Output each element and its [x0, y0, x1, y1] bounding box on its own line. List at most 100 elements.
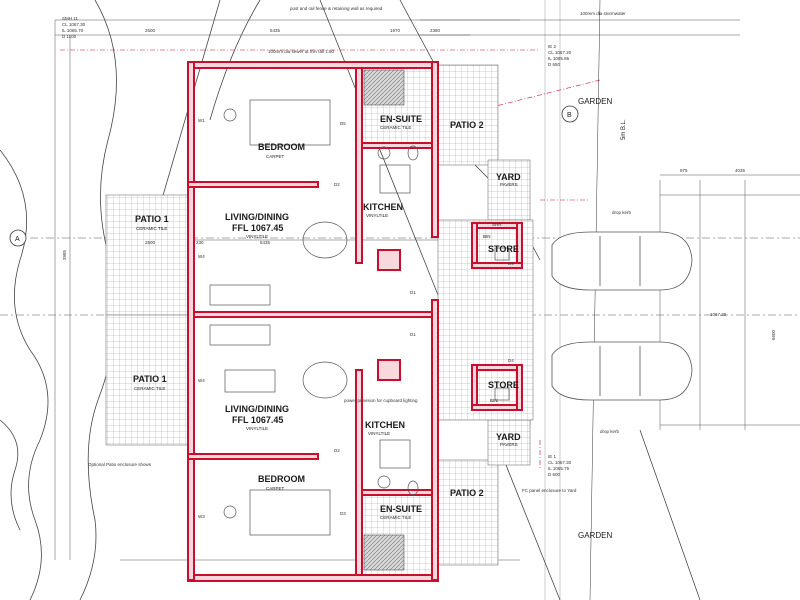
kitchen-top-label: KITCHEN: [363, 202, 403, 212]
yard-bottom-floor: PAVERS: [500, 442, 518, 447]
svg-text:CL 1067.30: CL 1067.30: [62, 22, 86, 27]
yard-bottom-label: YARD: [496, 432, 521, 442]
patio-2-bottom-label: PATIO 2: [450, 488, 484, 498]
yard-top: [487, 159, 531, 221]
door-tag-d3: D3: [340, 511, 346, 516]
furniture: [209, 99, 510, 536]
walls: [187, 61, 523, 582]
kitchen-bottom-label: KITCHEN: [365, 420, 405, 430]
patio-2-bottom: [437, 459, 499, 566]
bedroom-top-floor: CARPET: [266, 154, 285, 159]
dim-1970: 1970: [390, 28, 401, 33]
yard-top-label: YARD: [496, 172, 521, 182]
bin-top-label: BIN: [483, 234, 491, 239]
svg-text:SMH 11: SMH 11: [62, 16, 78, 21]
patio-1-bottom-floor: CERAMIC TILE: [134, 386, 165, 391]
fence-note: post and rail fence & retaining wall as …: [290, 6, 383, 11]
rl-note-ie1: IE 1 CL 1067.30 IL 1065.75 D 600: [548, 454, 572, 477]
patio-1-bottom-label: PATIO 1: [133, 374, 167, 384]
window-tag-w4-bottom: W4: [198, 378, 205, 383]
ensuite-top-floor-label: CERAMIC TILE: [380, 125, 411, 130]
ensuite-bottom-floor-label: CERAMIC TILE: [380, 515, 411, 520]
patio-1-top-floor: CERAMIC TILE: [136, 226, 167, 231]
sewer-note: 100mm dia sewer at min fall 1:60: [268, 49, 335, 54]
door-tag-d2-top: D2: [334, 182, 340, 187]
patio-1-top: [105, 194, 189, 316]
door-tag-d4-bottom: D4: [508, 358, 514, 363]
dim-2500-top: 2500: [145, 28, 156, 33]
svg-text:D 1100: D 1100: [62, 34, 77, 39]
dim-230: 230: [196, 240, 204, 245]
dim-2380: 2380: [430, 28, 441, 33]
garden-bottom-label: GARDEN: [578, 531, 612, 540]
car-top: [551, 231, 693, 291]
dim-1067: 1067.20: [710, 312, 727, 317]
ensuite-top-label: EN-SUITE: [380, 114, 422, 124]
svg-text:IL 1065.85: IL 1065.85: [548, 56, 570, 61]
yard-top-floor: PAVERS: [500, 182, 518, 187]
svg-text:B: B: [567, 112, 572, 119]
dim-4035: 4035: [735, 168, 746, 173]
dim-3985: 3985: [62, 249, 67, 260]
store-bottom-label: STORE: [488, 380, 519, 390]
door-tag-d5: D5: [340, 121, 346, 126]
rl-note-smh: SMH 11 CL 1067.30 IL 1065.70 D 1100: [62, 16, 86, 39]
svg-text:A: A: [15, 236, 20, 243]
ensuite-bottom-label: EN-SUITE: [380, 504, 422, 514]
dim-6600: 6600: [771, 329, 776, 340]
kitchen-power-note: power provision for cupboard lighting: [344, 398, 418, 403]
svg-text:IE 2: IE 2: [548, 44, 557, 49]
shower-bottom: [363, 534, 405, 571]
svg-text:IL 1065.75: IL 1065.75: [548, 466, 570, 471]
fc-panel-note: FC panel enclosure to Yard: [522, 488, 577, 493]
svg-text:IE 1: IE 1: [548, 454, 557, 459]
svg-text:CL 1067.30: CL 1067.30: [548, 460, 572, 465]
living-top-floor: VINYLTILE: [246, 234, 268, 239]
dim-5435-top: 5435: [270, 28, 281, 33]
living-top-ffl: FFL 1067.45: [232, 223, 283, 233]
car-bottom: [551, 341, 693, 401]
kitchen-bottom-floor: VINYLTILE: [368, 431, 390, 436]
living-bottom-ffl: FFL 1067.45: [232, 415, 283, 425]
window-tag-w3: W3: [198, 514, 205, 519]
dim-5435-mid: 5435: [260, 240, 271, 245]
patio-enclosure-note: Optional Patio enclosure shown: [88, 462, 152, 467]
store-top-label: STORE: [488, 244, 519, 254]
shr-tag: SHR: [492, 222, 502, 227]
section-marker-b: B: [561, 105, 579, 123]
svg-text:D 650: D 650: [548, 62, 561, 67]
bedroom-bottom-label: BEDROOM: [258, 474, 305, 484]
door-tag-d4-top: D4: [508, 261, 514, 266]
patio-2-top-label: PATIO 2: [450, 120, 484, 130]
door-tag-d2-bottom: D2: [334, 448, 340, 453]
bedroom-top-label: BEDROOM: [258, 142, 305, 152]
living-bottom-floor: VINYLTILE: [246, 426, 268, 431]
garden-top-label: GARDEN: [578, 97, 612, 106]
rl-note-ie2: IE 2 CL 1067.20 IL 1065.85 D 650: [548, 44, 572, 67]
patio-1-bottom: [105, 314, 189, 446]
kitchen-top-floor: VINYLTILE: [366, 213, 388, 218]
drop-kerb-top: drop kerb: [612, 210, 632, 215]
shower-top: [363, 69, 405, 106]
door-tag-d1-bottom: D1: [410, 332, 416, 337]
patio-1-top-label: PATIO 1: [135, 214, 169, 224]
building-line-label: 5m B.L.: [621, 119, 627, 140]
bedroom-bottom-floor: CARPET: [266, 486, 285, 491]
stormwater-note: 100mm dia stormwater: [580, 11, 626, 16]
living-bottom-label: LIVING/DINING: [225, 404, 289, 414]
drop-kerb-bottom: drop kerb: [600, 429, 620, 434]
window-tag-w1: W1: [198, 118, 205, 123]
dim-2500-mid: 2500: [145, 240, 156, 245]
bin-bottom-label: BIN: [490, 398, 498, 403]
svg-text:D 600: D 600: [548, 472, 561, 477]
window-tag-w4-top: W4: [198, 254, 205, 259]
section-marker-a: A: [9, 229, 27, 247]
dim-975: 975: [680, 168, 688, 173]
door-tag-d1-top: D1: [410, 290, 416, 295]
svg-text:CL 1067.20: CL 1067.20: [548, 50, 572, 55]
patio-2-top: [437, 64, 499, 166]
svg-text:IL 1065.70: IL 1065.70: [62, 28, 84, 33]
living-top-label: LIVING/DINING: [225, 212, 289, 222]
yard-bottom: [487, 419, 531, 466]
